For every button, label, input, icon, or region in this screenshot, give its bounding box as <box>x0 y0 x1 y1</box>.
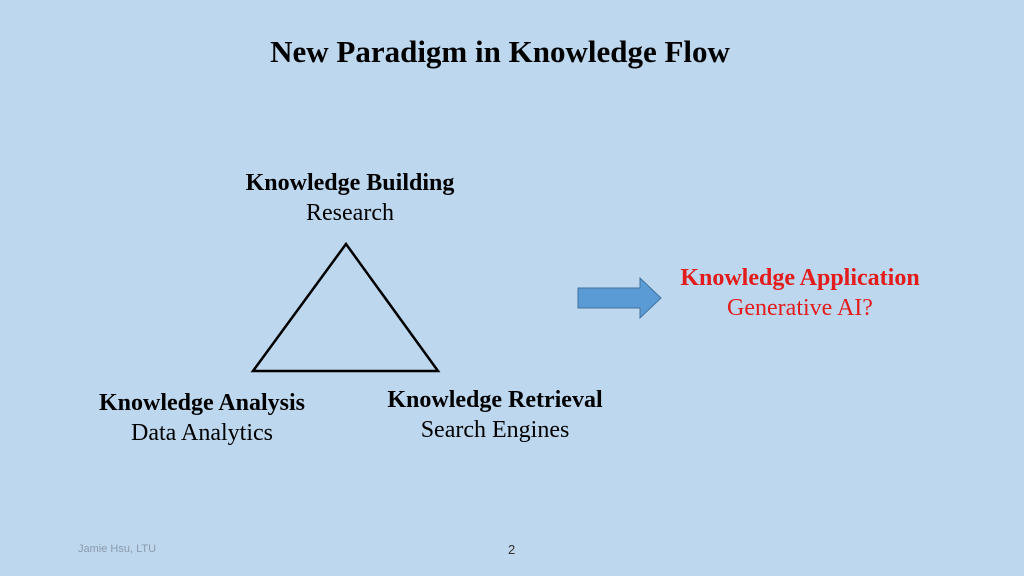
slide-title: New Paradigm in Knowledge Flow <box>270 34 730 69</box>
node-heading: Knowledge Building <box>245 170 455 196</box>
node-heading: Knowledge Retrieval <box>387 387 603 413</box>
node-subtitle: Research <box>306 200 394 226</box>
node-knowledge-building: Knowledge Building Research <box>200 168 500 228</box>
node-knowledge-retrieval: Knowledge Retrieval Search Engines <box>345 385 645 445</box>
footer-author: Jamie Hsu, LTU <box>78 543 157 555</box>
node-heading: Knowledge Analysis <box>98 390 306 416</box>
node-subtitle: Generative AI? <box>727 295 873 321</box>
node-subtitle: Search Engines <box>420 417 570 443</box>
right-arrow-icon <box>577 276 662 320</box>
triangle-shape <box>250 241 441 373</box>
node-subtitle: Data Analytics <box>131 420 273 446</box>
page-number: 2 <box>508 542 516 557</box>
node-knowledge-application: Knowledge Application Generative AI? <box>650 263 950 323</box>
node-heading: Knowledge Application <box>680 265 920 291</box>
node-knowledge-analysis: Knowledge Analysis Data Analytics <box>60 388 344 448</box>
